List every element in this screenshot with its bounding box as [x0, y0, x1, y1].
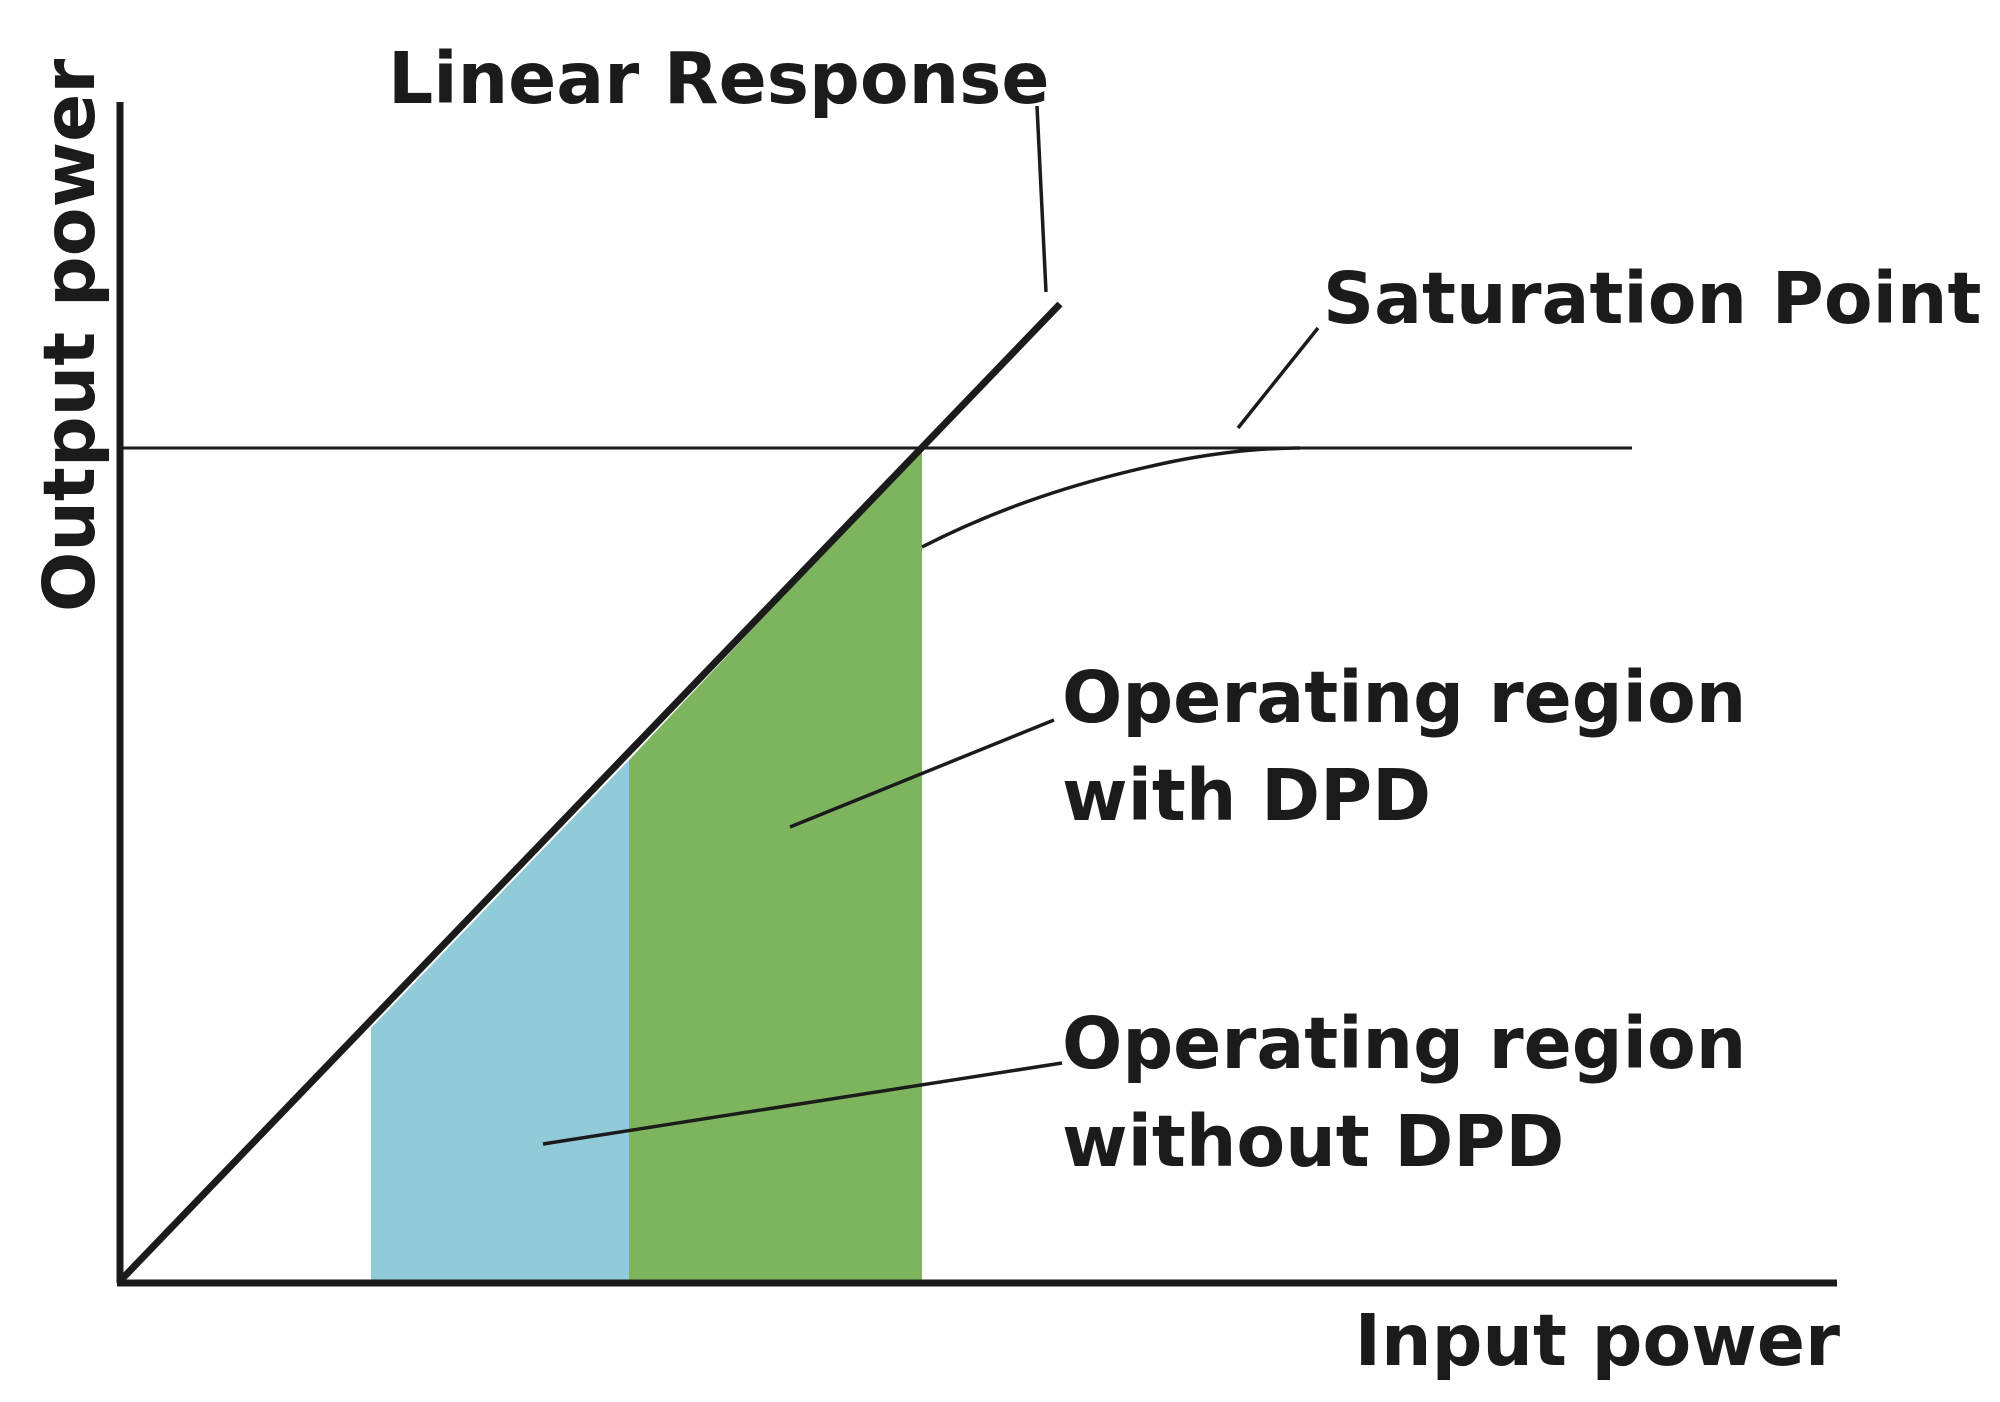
without-dpd-label-line1: Operating region	[1062, 1002, 1746, 1085]
without-dpd-label-line2: without DPD	[1062, 1100, 1564, 1183]
with-dpd-label-line1: Operating region	[1062, 656, 1746, 739]
linear-response-line	[119, 301, 1063, 1282]
y-axis-label: Output power	[28, 59, 111, 612]
region-without-dpd	[371, 760, 629, 1280]
saturation-point-label: Saturation Point	[1323, 257, 1981, 340]
with-dpd-leader	[789, 718, 1055, 829]
saturation-point-leader	[1236, 326, 1320, 430]
with-dpd-label-line2: with DPD	[1062, 754, 1431, 837]
without-dpd-leader	[542, 1061, 1063, 1146]
region-with-dpd	[629, 449, 922, 1280]
linear-response-label: Linear Response	[388, 37, 1050, 120]
x-axis-label: Input power	[1355, 1299, 1840, 1382]
compression-curve	[921, 446, 1301, 549]
linear-response-leader	[1035, 105, 1048, 293]
